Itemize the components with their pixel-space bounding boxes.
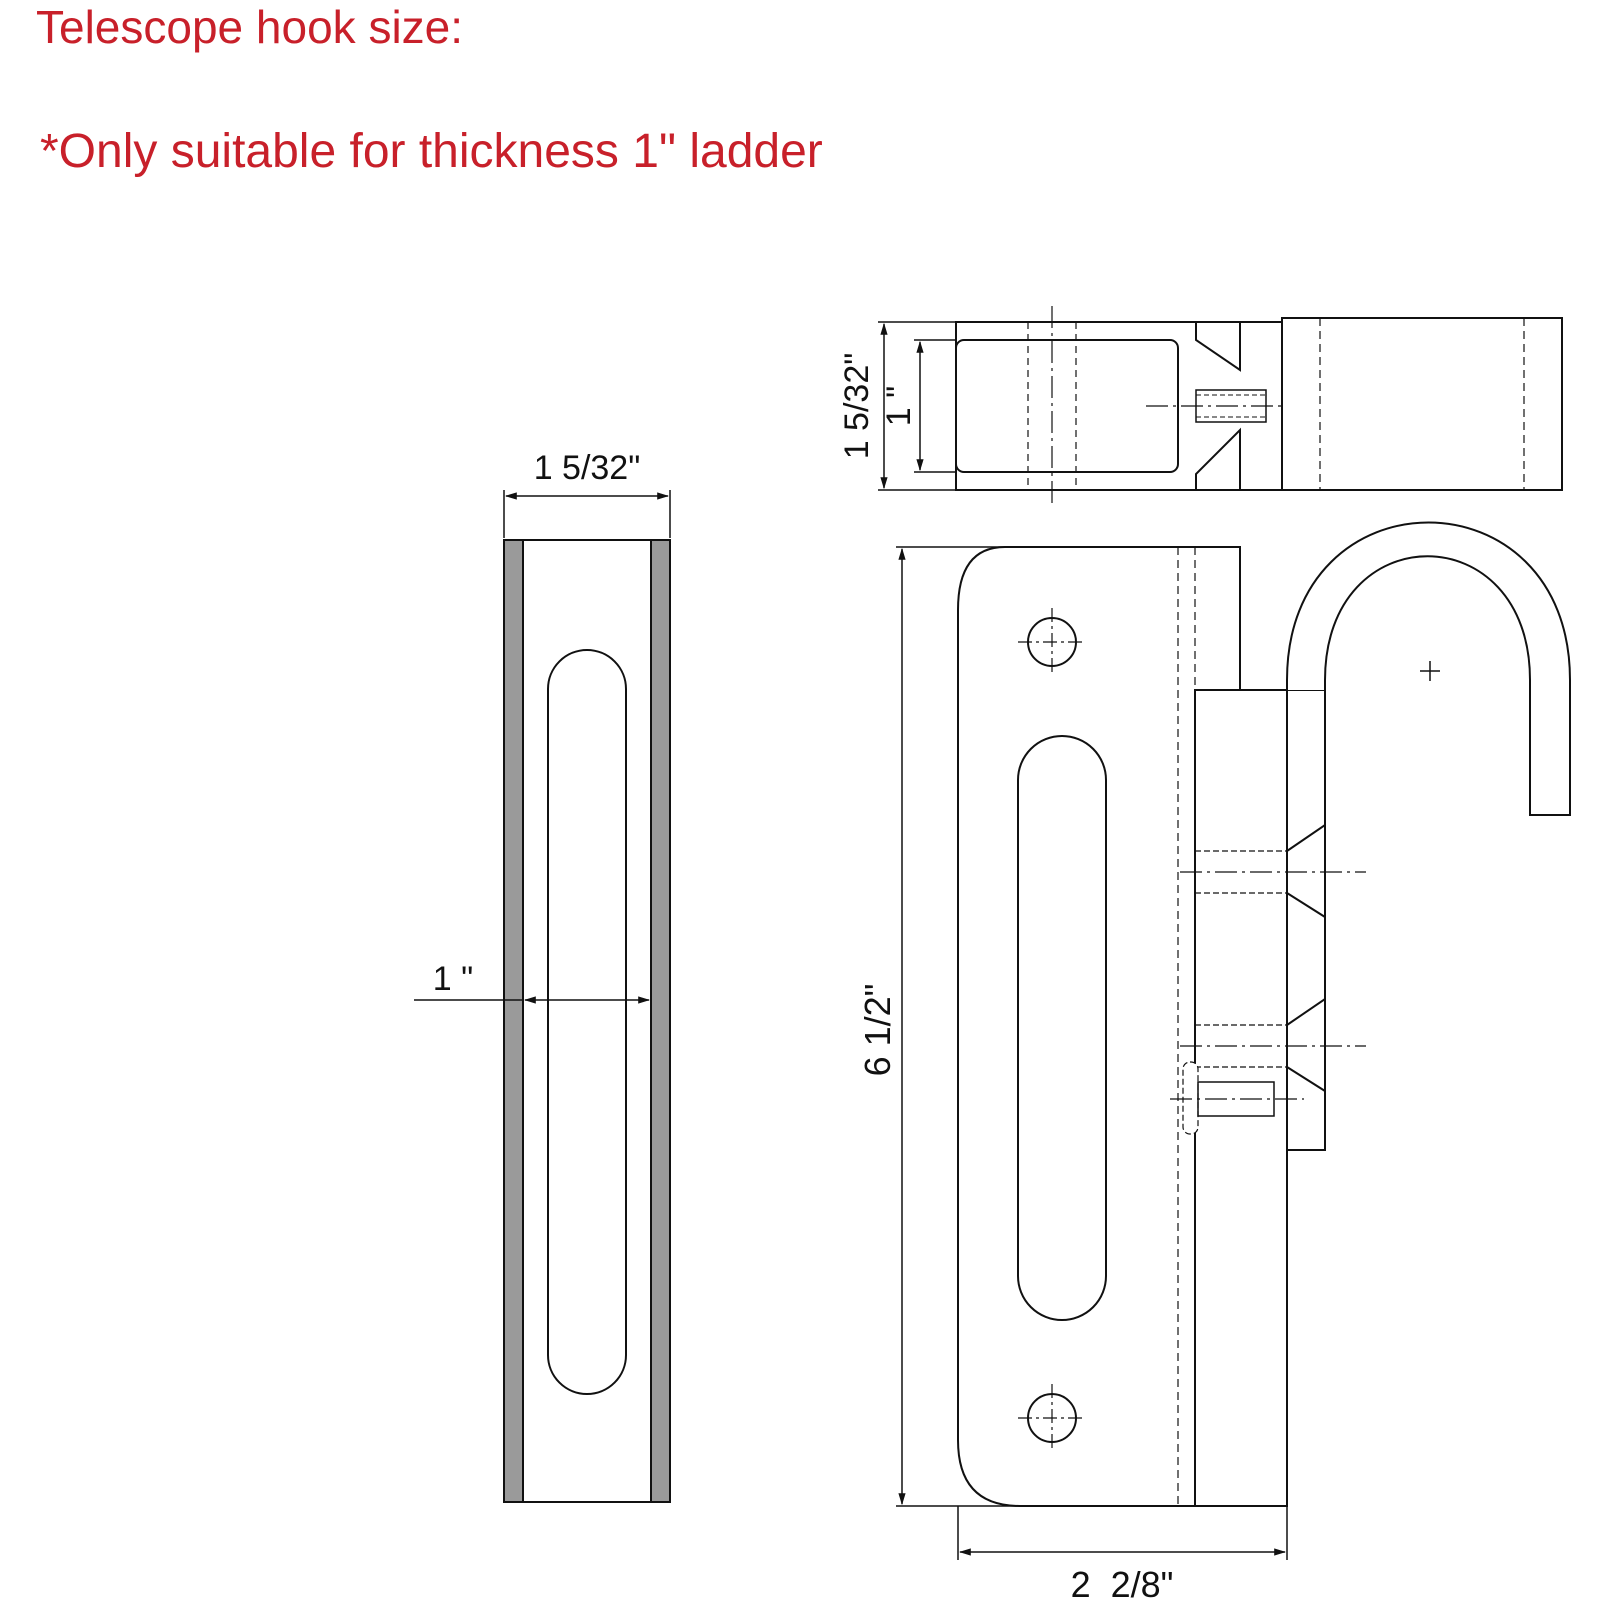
front-slot [1017, 735, 1107, 1321]
front-hook-base [1286, 689, 1326, 1151]
countersunk-screw-2 [1180, 997, 1366, 1093]
side-rail-left [503, 539, 524, 1503]
top-view [878, 306, 1563, 508]
side-rail-right [650, 539, 671, 1503]
page-title: Telescope hook size: [36, 1, 464, 53]
top-inner-label: 1 " [880, 386, 918, 426]
side-view [414, 490, 671, 1503]
top-hook-block [1281, 317, 1563, 491]
front-hook-curve [1286, 521, 1571, 816]
front-mount-block [1194, 689, 1288, 1507]
side-width-label: 1 5/32" [534, 449, 641, 487]
countersunk-screw-1 [1180, 823, 1366, 919]
top-inner-block [955, 339, 1179, 473]
thickness-note: *Only suitable for thickness 1" ladder [40, 125, 823, 178]
top-depth-label: 1 5/32" [838, 353, 876, 460]
front-width-label: 2 2/8" [1071, 1564, 1174, 1601]
side-slot [547, 649, 627, 1395]
side-inner-label: 1 " [433, 960, 473, 998]
socket-bolt [1170, 1061, 1304, 1135]
front-height-label: 6 1/2" [857, 984, 898, 1077]
front-view [896, 521, 1571, 1560]
